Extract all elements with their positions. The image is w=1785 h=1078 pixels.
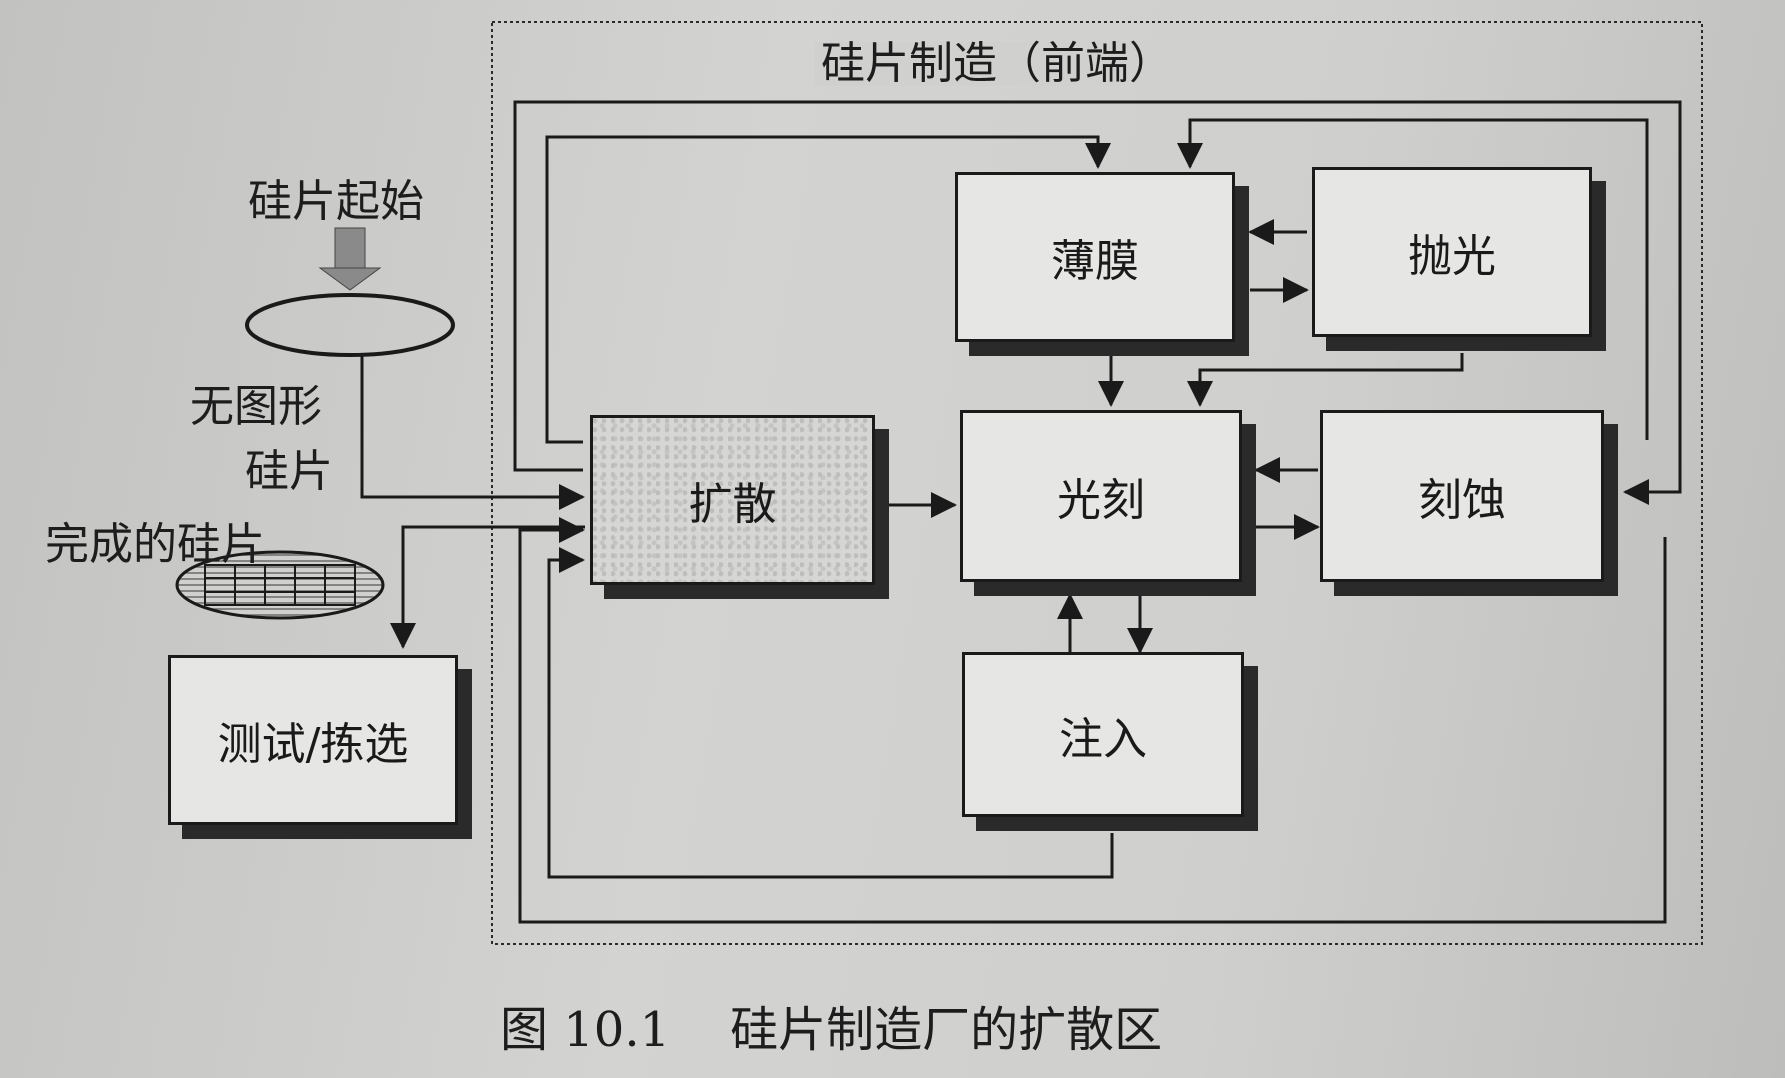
connector-outer-loop-top — [513, 100, 1682, 505]
box-test-sort-label: 测试/拣选 — [217, 719, 409, 770]
box-etch: 刻蚀 — [1320, 410, 1604, 582]
connector-loop-to-thinfilm — [545, 135, 1111, 444]
box-photolithography: 光刻 — [960, 410, 1242, 582]
label-unpatterned-line1: 无图形 — [190, 381, 322, 432]
figure-caption: 图 10.1 硅片制造厂的扩散区 — [500, 990, 1162, 1060]
connector-diffusion-to-test — [390, 525, 585, 649]
box-thin-film-label: 薄膜 — [1051, 236, 1139, 287]
label-wafer-start: 硅片起始 — [248, 176, 424, 227]
label-unpatterned-line2: 硅片 — [245, 446, 333, 497]
fab-region-border — [491, 21, 1703, 945]
connector-implant-to-diffusion — [547, 547, 1114, 879]
box-diffusion: 扩散 — [590, 415, 875, 585]
box-polish: 抛光 — [1312, 167, 1592, 337]
connector-polish-to-litho — [1187, 353, 1464, 407]
connector-wafer-to-diffusion — [360, 356, 585, 510]
wafer-start-arrow — [318, 227, 382, 291]
blank-wafer-icon — [245, 293, 455, 357]
figure-title: 硅片制造厂的扩散区 — [730, 1002, 1163, 1058]
box-test-sort: 测试/拣选 — [168, 655, 458, 825]
region-title: 硅片制造（前端） — [815, 42, 1179, 86]
box-diffusion-label: 扩散 — [688, 479, 777, 530]
connector-etch-to-thinfilm — [1177, 118, 1649, 440]
connector-etch-to-diffusion — [518, 517, 1667, 924]
finished-wafer-icon — [175, 550, 385, 620]
box-polish-label: 抛光 — [1408, 231, 1496, 282]
figure-number: 图 10.1 — [500, 1002, 671, 1058]
box-thin-film: 薄膜 — [955, 172, 1235, 342]
box-etch-label: 刻蚀 — [1418, 475, 1506, 526]
box-photolithography-label: 光刻 — [1057, 475, 1145, 526]
box-implant-label: 注入 — [1059, 713, 1147, 765]
box-implant: 注入 — [962, 652, 1244, 817]
label-finished-wafer: 完成的硅片 — [45, 519, 265, 570]
